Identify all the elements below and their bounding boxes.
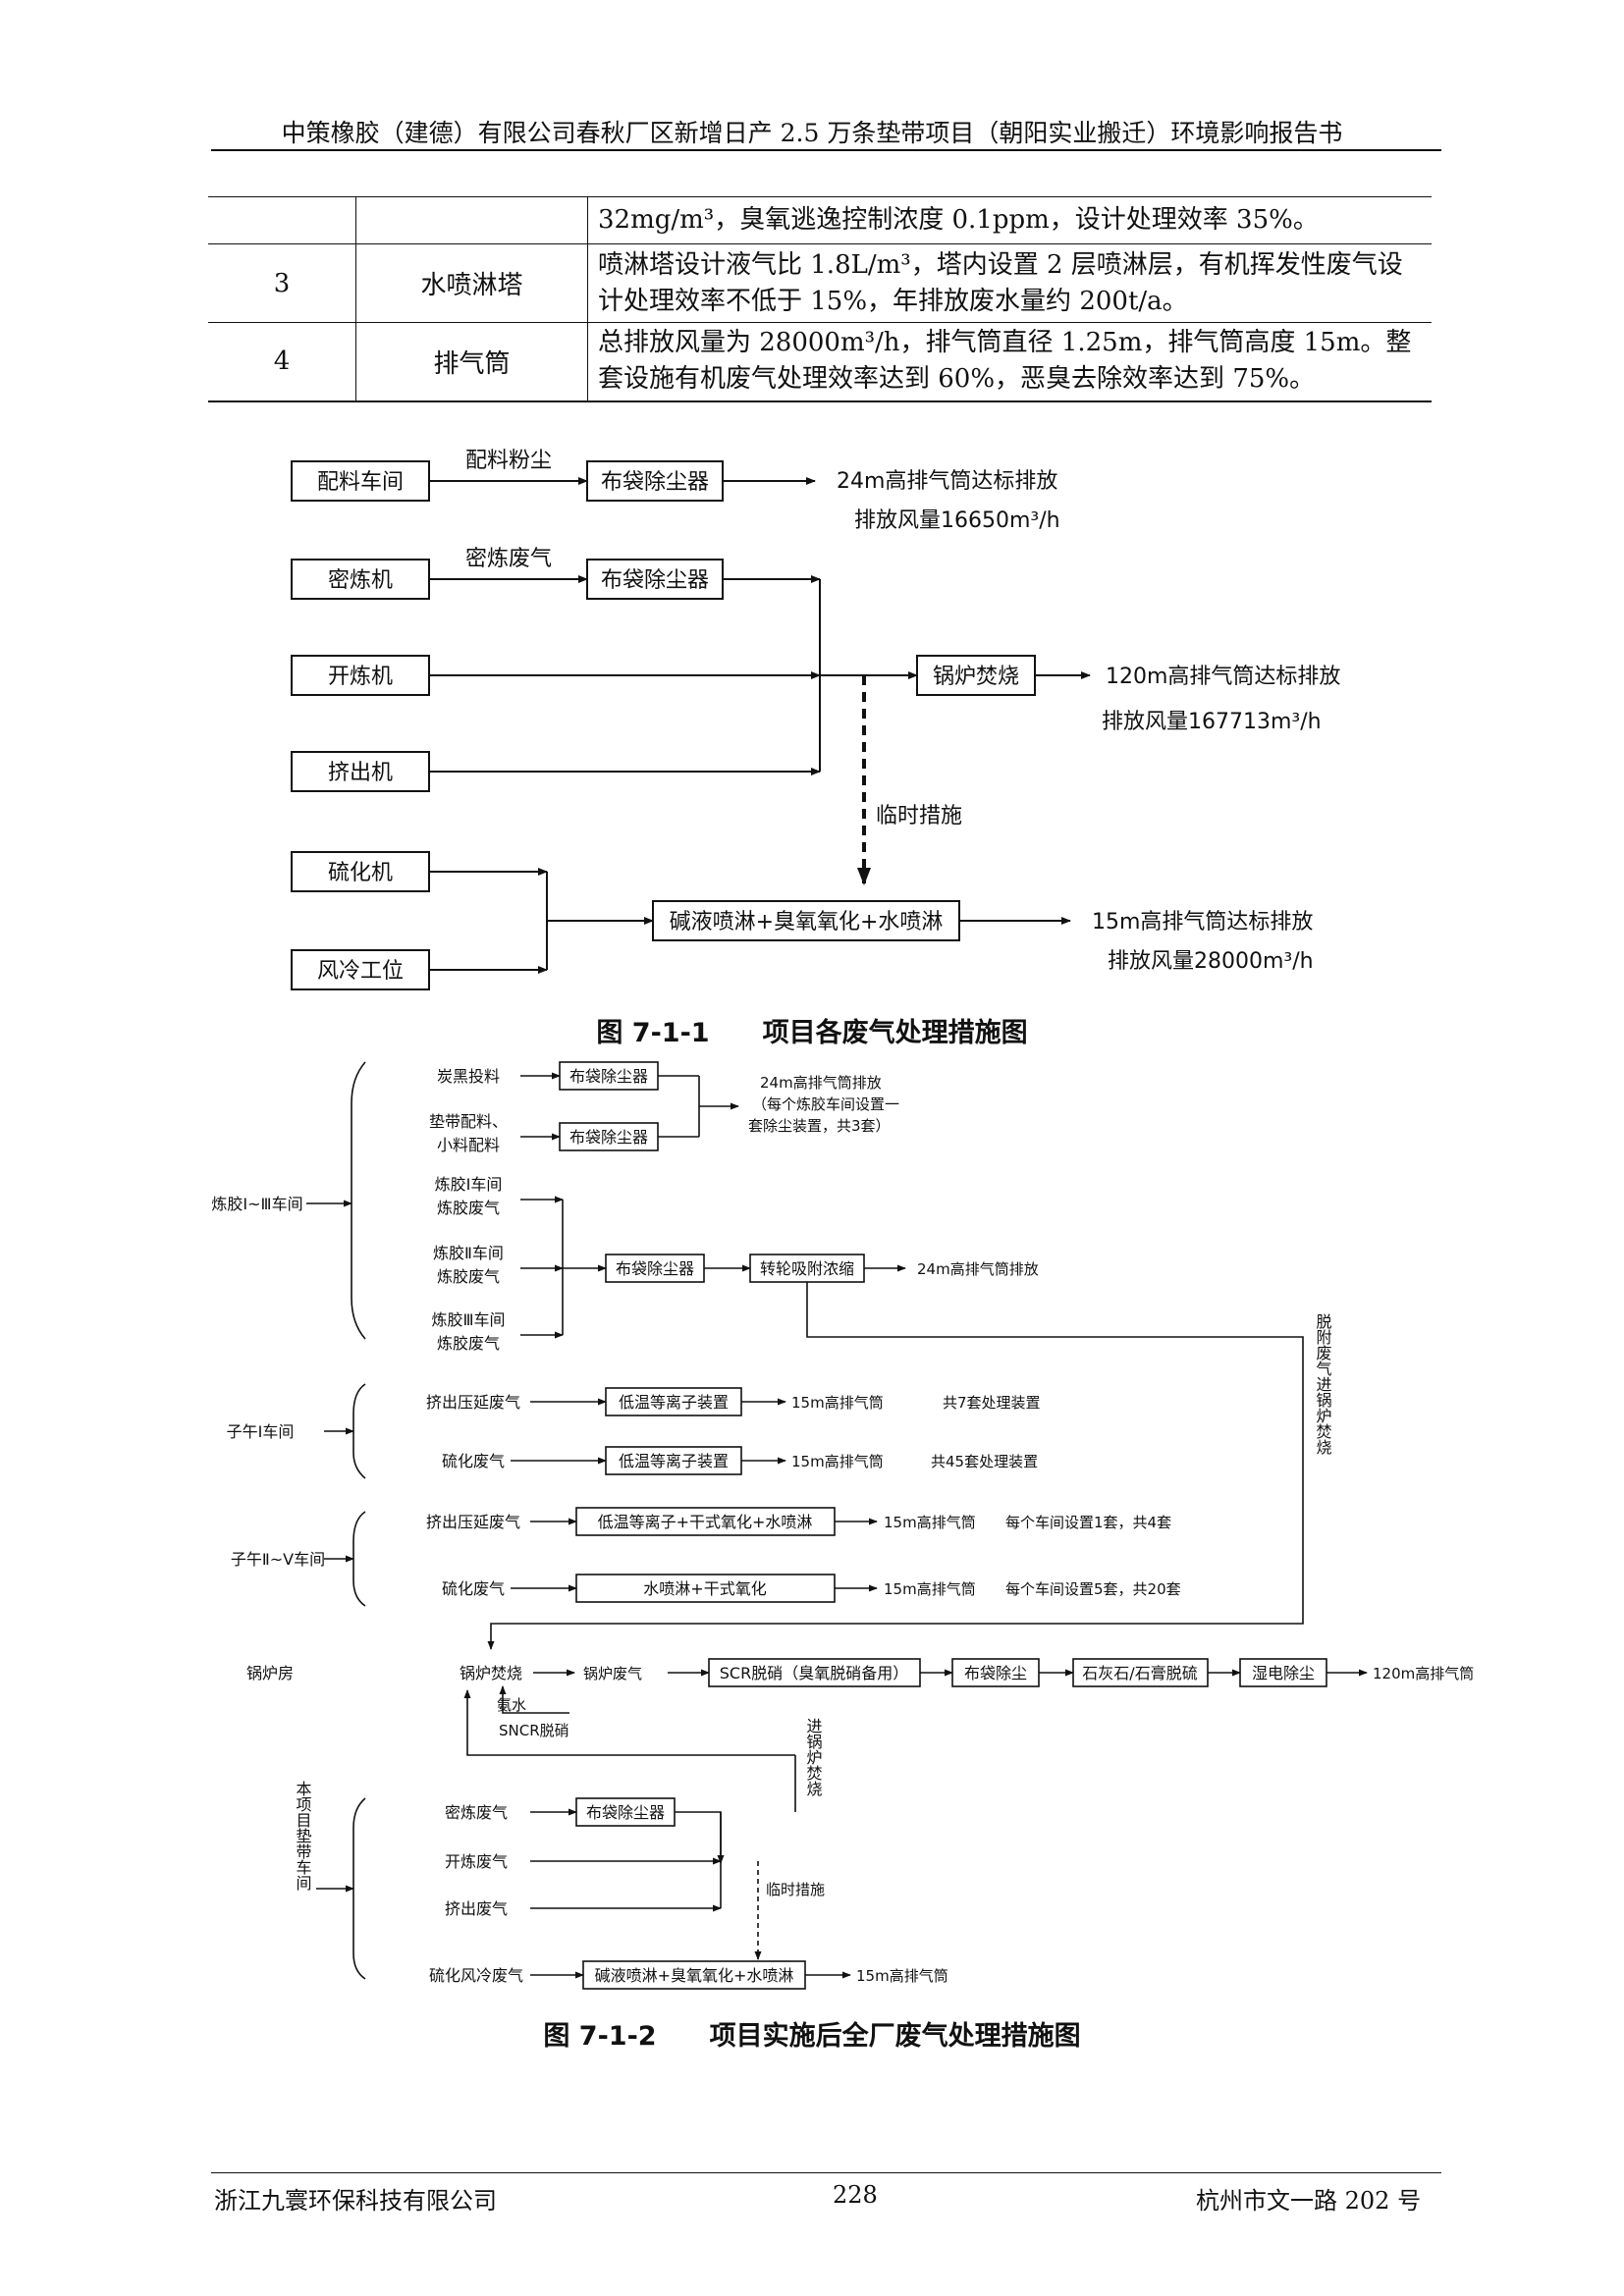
- footer-company: 浙江九寰环保科技有限公司: [214, 2187, 497, 2215]
- table-cell-desc: 总排放风量为 28000m³/h，排气筒直径 1.25m，排气筒高度 15m。整…: [587, 322, 1432, 402]
- outlet-label: 15m高排气筒: [884, 1580, 976, 1598]
- table-cell-name: [355, 196, 588, 244]
- table-row: 32mg/m³，臭氧逃逸控制浓度 0.1ppm，设计处理效率 35%。: [208, 196, 1432, 244]
- group-label: 子午Ⅰ车间: [227, 1422, 295, 1441]
- box-label: 碱液喷淋+臭氧氧化+水喷淋: [595, 1966, 794, 1985]
- table-row: 4 排气筒 总排放风量为 28000m³/h，排气筒直径 1.25m，排气筒高度…: [208, 322, 1432, 402]
- vertical-label-desorption: 脱附废气进锅炉焚烧: [1314, 1313, 1332, 1456]
- flow-label: 配料粉尘: [465, 449, 552, 473]
- source-label: 炼胶Ⅱ车间: [433, 1244, 504, 1262]
- box-label: 低温等离子装置: [619, 1452, 729, 1470]
- source-label: 开炼废气: [445, 1852, 508, 1871]
- outlet-label: 15m高排气筒: [791, 1394, 884, 1412]
- flow-label: 临时措施: [766, 1881, 825, 1898]
- table-cell-num: 4: [208, 322, 356, 402]
- source-label: 硫化废气: [442, 1579, 505, 1598]
- box-label: 石灰石/石膏脱硫: [1082, 1664, 1197, 1682]
- box-label: 水喷淋+干式氧化: [643, 1579, 766, 1598]
- outlet-label: 15m高排气筒: [791, 1453, 884, 1470]
- flow-label: 氨水: [497, 1696, 526, 1714]
- source-label: 密炼废气: [445, 1803, 508, 1822]
- source-label: 挤出废气: [445, 1899, 508, 1918]
- source-label: 炼胶废气: [437, 1199, 500, 1217]
- outlet-label: 15m高排气筒: [884, 1514, 976, 1531]
- figure-7-1-1-diagram: 配料车间 密炼机 开炼机 挤出机 硫化机 风冷工位 布袋除尘器 布袋除尘器 锅炉…: [291, 449, 1340, 990]
- vertical-label-into-boiler: 进锅炉焚烧: [804, 1718, 823, 1797]
- box-label: 布袋除尘器: [601, 470, 709, 495]
- box-label: SCR脱硝（臭氧脱硝备用）: [720, 1664, 908, 1682]
- figure-7-1-2-diagram: 布袋除尘器 布袋除尘器 布袋除尘器 转轮吸附浓缩 低温等离子装置 低温等离子装置…: [211, 1061, 1474, 1990]
- outlet-label: 15m高排气筒达标排放: [1092, 910, 1313, 934]
- box-label: 开炼机: [328, 665, 393, 689]
- table-cell-num: [208, 196, 356, 244]
- page-header-title: 中策橡胶（建德）有限公司春秋厂区新增日产 2.5 万条垫带项目（朝阳实业搬迁）环…: [281, 119, 1343, 147]
- note-label: 每个车间设置1套，共4套: [1005, 1514, 1171, 1531]
- outlet-label: 15m高排气筒: [856, 1967, 948, 1985]
- box-label: 布袋除尘器: [601, 568, 709, 593]
- source-label: 炼胶Ⅰ车间: [435, 1175, 503, 1194]
- flow-label: SNCR脱硝: [499, 1722, 569, 1739]
- source-label: 炭黑投料: [437, 1067, 500, 1086]
- outlet-label: 120m高排气筒达标排放: [1106, 665, 1340, 689]
- box-label: 布袋除尘器: [616, 1259, 694, 1278]
- source-label: 垫带配料、: [429, 1112, 508, 1131]
- table-cell-name: 水喷淋塔: [355, 243, 588, 323]
- box-label: 低温等离子+干式氧化+水喷淋: [598, 1513, 813, 1531]
- flow-label: 锅炉废气: [583, 1665, 642, 1682]
- header-rule: [211, 149, 1441, 151]
- box-label: 配料车间: [317, 470, 404, 495]
- box-label: 低温等离子装置: [619, 1393, 729, 1412]
- box-label: 风冷工位: [317, 959, 404, 984]
- outlet-label: 排放风量167713m³/h: [1102, 710, 1322, 734]
- box-label: 转轮吸附浓缩: [760, 1259, 854, 1278]
- source-label: 挤出压延废气: [426, 1393, 520, 1412]
- footer-address: 杭州市文一路 202 号: [1196, 2187, 1422, 2215]
- outlet-label: 120m高排气筒: [1373, 1665, 1474, 1682]
- footer-rule: [211, 2172, 1441, 2173]
- source-label: 挤出压延废气: [426, 1513, 520, 1531]
- flow-label: 临时措施: [876, 804, 962, 828]
- flow-label: 密炼废气: [465, 547, 552, 571]
- box-label: 密炼机: [328, 568, 393, 593]
- source-label: 硫化风冷废气: [429, 1966, 523, 1985]
- box-label: 碱液喷淋+臭氧氧化+水喷淋: [670, 910, 944, 934]
- source-label: 小料配料: [437, 1136, 500, 1154]
- outlet-label: 排放风量28000m³/h: [1108, 949, 1314, 974]
- box-label: 布袋除尘: [964, 1664, 1027, 1682]
- table-cell-desc: 32mg/m³，臭氧逃逸控制浓度 0.1ppm，设计处理效率 35%。: [587, 196, 1432, 244]
- outlet-label: 套除尘装置，共3套）: [748, 1117, 891, 1135]
- treatment-parameters-table: 32mg/m³，臭氧逃逸控制浓度 0.1ppm，设计处理效率 35%。 3 水喷…: [208, 196, 1432, 402]
- note-label: 共45套处理装置: [931, 1453, 1038, 1470]
- group-label: 锅炉房: [246, 1664, 294, 1682]
- table-cell-num: 3: [208, 243, 356, 323]
- note-label: 共7套处理装置: [943, 1394, 1041, 1412]
- vertical-label-project-workshop: 本项目垫带车间: [294, 1781, 312, 1892]
- source-label: 炼胶废气: [437, 1334, 500, 1353]
- box-label: 硫化机: [328, 861, 393, 885]
- note-label: 每个车间设置5套，共20套: [1005, 1580, 1181, 1598]
- outlet-label: 排放风量16650m³/h: [854, 508, 1060, 533]
- outlet-label: 24m高排气筒排放: [760, 1074, 882, 1092]
- box-label: 湿电除尘: [1252, 1664, 1315, 1682]
- box-label: 布袋除尘器: [569, 1128, 648, 1147]
- box-label: 锅炉焚烧: [460, 1664, 522, 1682]
- box-label: 布袋除尘器: [569, 1067, 648, 1086]
- footer-page-number: 228: [833, 2181, 878, 2209]
- source-label: 硫化废气: [442, 1452, 505, 1470]
- figure-7-1-2-caption: 图 7-1-2 项目实施后全厂废气处理措施图: [543, 2021, 1081, 2052]
- box-label: 布袋除尘器: [586, 1803, 665, 1822]
- source-label: 炼胶废气: [437, 1267, 500, 1286]
- box-label: 锅炉焚烧: [933, 665, 1019, 689]
- source-label: 炼胶Ⅲ车间: [431, 1310, 505, 1329]
- group-label: 子午Ⅱ~Ⅴ车间: [231, 1550, 325, 1569]
- outlet-label: （每个炼胶车间设置一: [752, 1095, 899, 1113]
- table-cell-name: 排气筒: [355, 322, 588, 402]
- outlet-label: 24m高排气筒达标排放: [837, 469, 1057, 494]
- outlet-label: 24m高排气筒排放: [917, 1260, 1039, 1278]
- box-label: 挤出机: [328, 761, 393, 785]
- table-row: 3 水喷淋塔 喷淋塔设计液气比 1.8L/m³，塔内设置 2 层喷淋层，有机挥发…: [208, 243, 1432, 323]
- figure-7-1-1-caption: 图 7-1-1 项目各废气处理措施图: [596, 1018, 1028, 1048]
- group-label: 炼胶Ⅰ~Ⅲ车间: [211, 1195, 302, 1213]
- table-cell-desc: 喷淋塔设计液气比 1.8L/m³，塔内设置 2 层喷淋层，有机挥发性废气设计处理…: [587, 243, 1432, 323]
